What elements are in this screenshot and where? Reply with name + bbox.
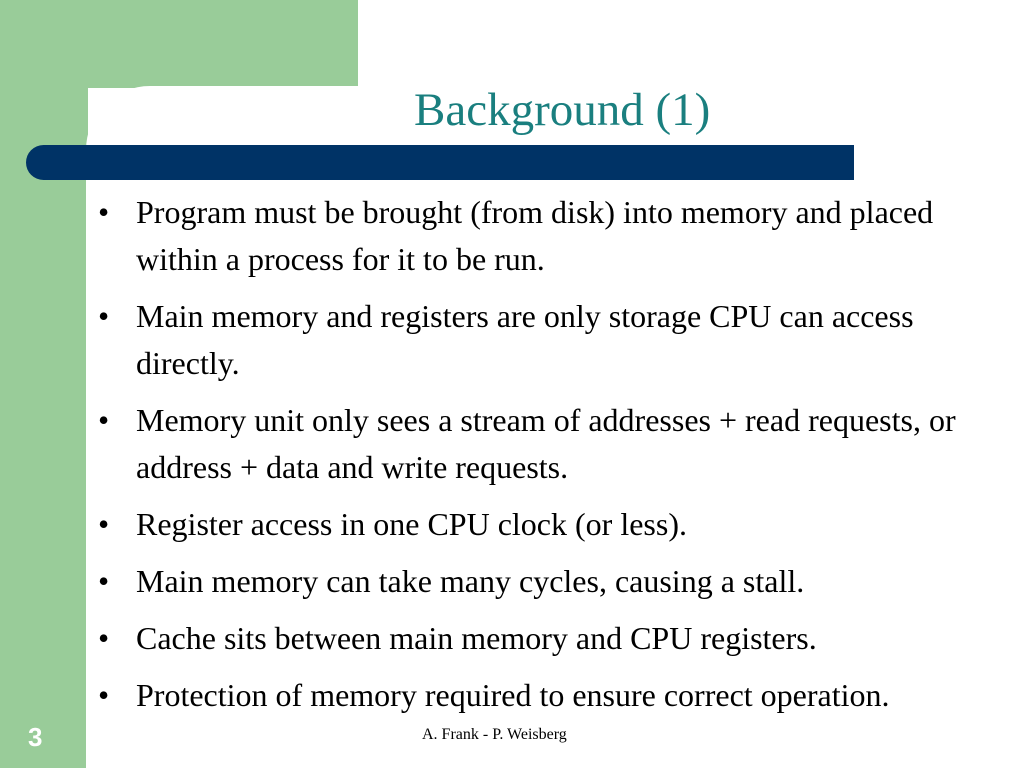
slide-title: Background (1) (414, 84, 711, 136)
bullet-item: • Cache sits between main memory and CPU… (96, 615, 1004, 662)
bullet-icon: • (98, 298, 110, 334)
bullet-text: Main memory and registers are only stora… (136, 298, 914, 381)
bullet-icon: • (98, 620, 110, 656)
footer-author: A. Frank - P. Weisberg (422, 726, 567, 743)
bullet-text: Register access in one CPU clock (or les… (136, 506, 687, 542)
bullet-icon: • (98, 194, 110, 230)
bullet-item: • Memory unit only sees a stream of addr… (96, 397, 1004, 491)
bullet-icon: • (98, 677, 110, 713)
bullet-list: • Program must be brought (from disk) in… (96, 189, 1004, 729)
green-side-band (0, 0, 88, 768)
bullet-item: • Main memory and registers are only sto… (96, 293, 1004, 387)
bullet-text: Memory unit only sees a stream of addres… (136, 402, 956, 485)
green-top-block (0, 0, 358, 88)
title-rule-bar (26, 145, 854, 180)
bullet-item: • Register access in one CPU clock (or l… (96, 501, 1004, 548)
bullet-icon: • (98, 563, 110, 599)
content-area (86, 86, 1024, 768)
bullet-icon: • (98, 506, 110, 542)
bullet-text: Protection of memory required to ensure … (136, 677, 890, 713)
bullet-item: • Protection of memory required to ensur… (96, 672, 1004, 719)
bullet-text: Main memory can take many cycles, causin… (136, 563, 805, 599)
slide-number: 3 (28, 722, 43, 752)
bullet-icon: • (98, 402, 110, 438)
bullet-text: Cache sits between main memory and CPU r… (136, 620, 817, 656)
bullet-item: • Main memory can take many cycles, caus… (96, 558, 1004, 605)
bullet-text: Program must be brought (from disk) into… (136, 194, 934, 277)
bullet-item: • Program must be brought (from disk) in… (96, 189, 1004, 283)
